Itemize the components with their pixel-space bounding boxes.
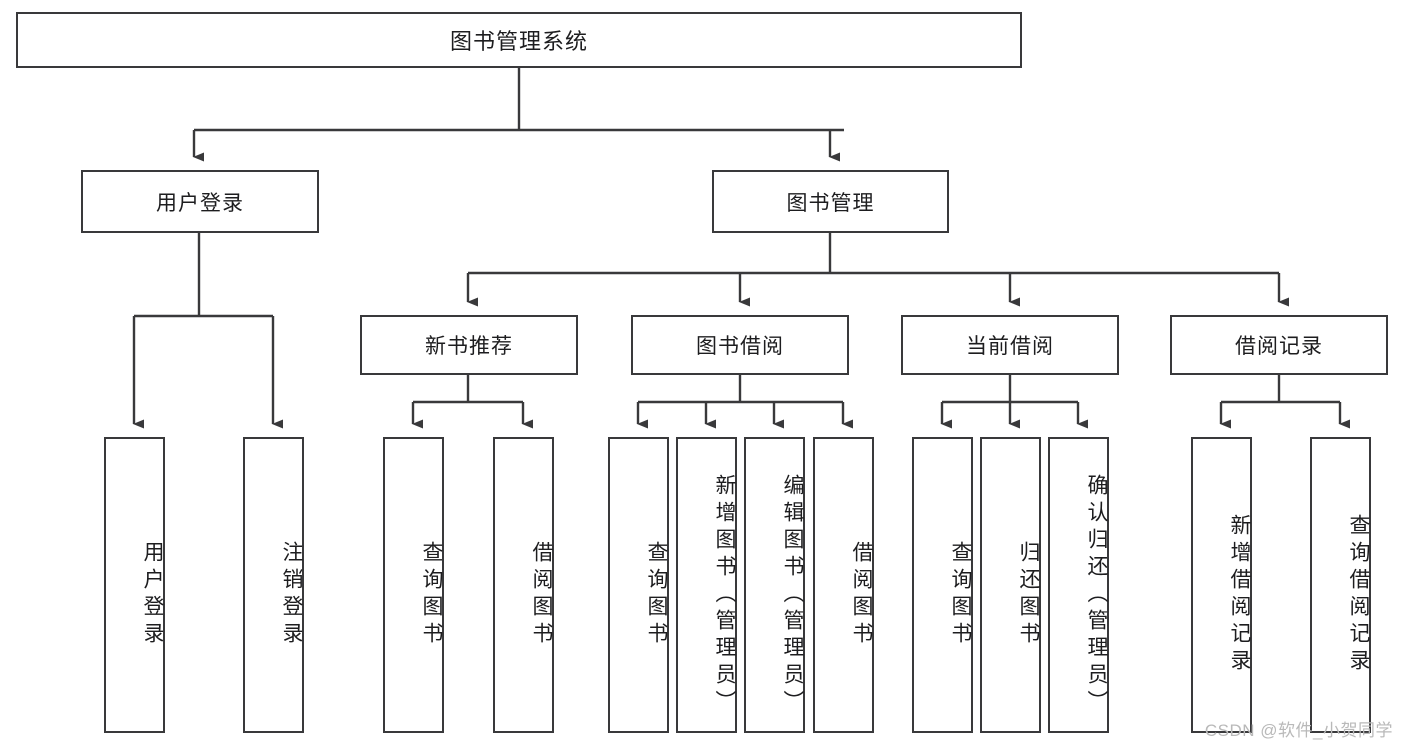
leaf-add-book-admin[interactable]: 新增图书（管理员） [676,437,737,733]
leaf-borrow-book[interactable]: 借阅图书 [813,437,874,733]
node-book-borrow[interactable]: 图书借阅 [631,315,849,375]
node-label: 查询图书 [949,541,972,649]
node-label: 查询图书 [645,541,668,649]
node-label: 借阅图书 [850,541,873,649]
leaf-edit-book-admin[interactable]: 编辑图书（管理员） [744,437,805,733]
node-current-borrow[interactable]: 当前借阅 [901,315,1119,375]
node-new-book-recommend[interactable]: 新书推荐 [360,315,578,375]
watermark-text: CSDN @软件_小贺同学 [1204,721,1393,740]
leaf-return-book[interactable]: 归还图书 [980,437,1041,733]
leaf-user-login[interactable]: 用户登录 [104,437,165,733]
node-label: 查询图书 [420,541,443,649]
leaf-confirm-return-admin[interactable]: 确认归还（管理员） [1048,437,1109,733]
node-label: 确认归还（管理员） [1085,473,1108,717]
node-label: 注销登录 [280,541,303,649]
node-label: 用户登录 [141,541,164,649]
node-label: 图书借阅 [696,335,784,358]
node-label: 新书推荐 [425,335,513,358]
node-label: 借阅图书 [530,541,553,649]
node-label: 图书管理系统 [449,29,588,54]
node-user-login[interactable]: 用户登录 [81,170,319,233]
leaf-add-borrow-record[interactable]: 新增借阅记录 [1191,437,1252,733]
node-root-system[interactable]: 图书管理系统 [16,12,1022,68]
node-label: 当前借阅 [966,335,1054,358]
leaf-query-book-current[interactable]: 查询图书 [912,437,973,733]
leaf-query-book-recommend[interactable]: 查询图书 [383,437,444,733]
node-label: 新增图书（管理员） [713,473,736,717]
leaf-query-book-borrow[interactable]: 查询图书 [608,437,669,733]
node-borrow-record[interactable]: 借阅记录 [1170,315,1388,375]
leaf-borrow-book-recommend[interactable]: 借阅图书 [493,437,554,733]
node-label: 用户登录 [156,191,244,215]
node-label: 归还图书 [1017,541,1040,649]
node-label: 借阅记录 [1235,335,1323,358]
node-label: 编辑图书（管理员） [781,473,804,717]
node-label: 查询借阅记录 [1347,514,1370,676]
node-label: 图书管理 [786,191,875,215]
node-book-management[interactable]: 图书管理 [712,170,949,233]
leaf-query-borrow-record[interactable]: 查询借阅记录 [1310,437,1371,733]
node-label: 新增借阅记录 [1228,514,1251,676]
leaf-logout[interactable]: 注销登录 [243,437,304,733]
